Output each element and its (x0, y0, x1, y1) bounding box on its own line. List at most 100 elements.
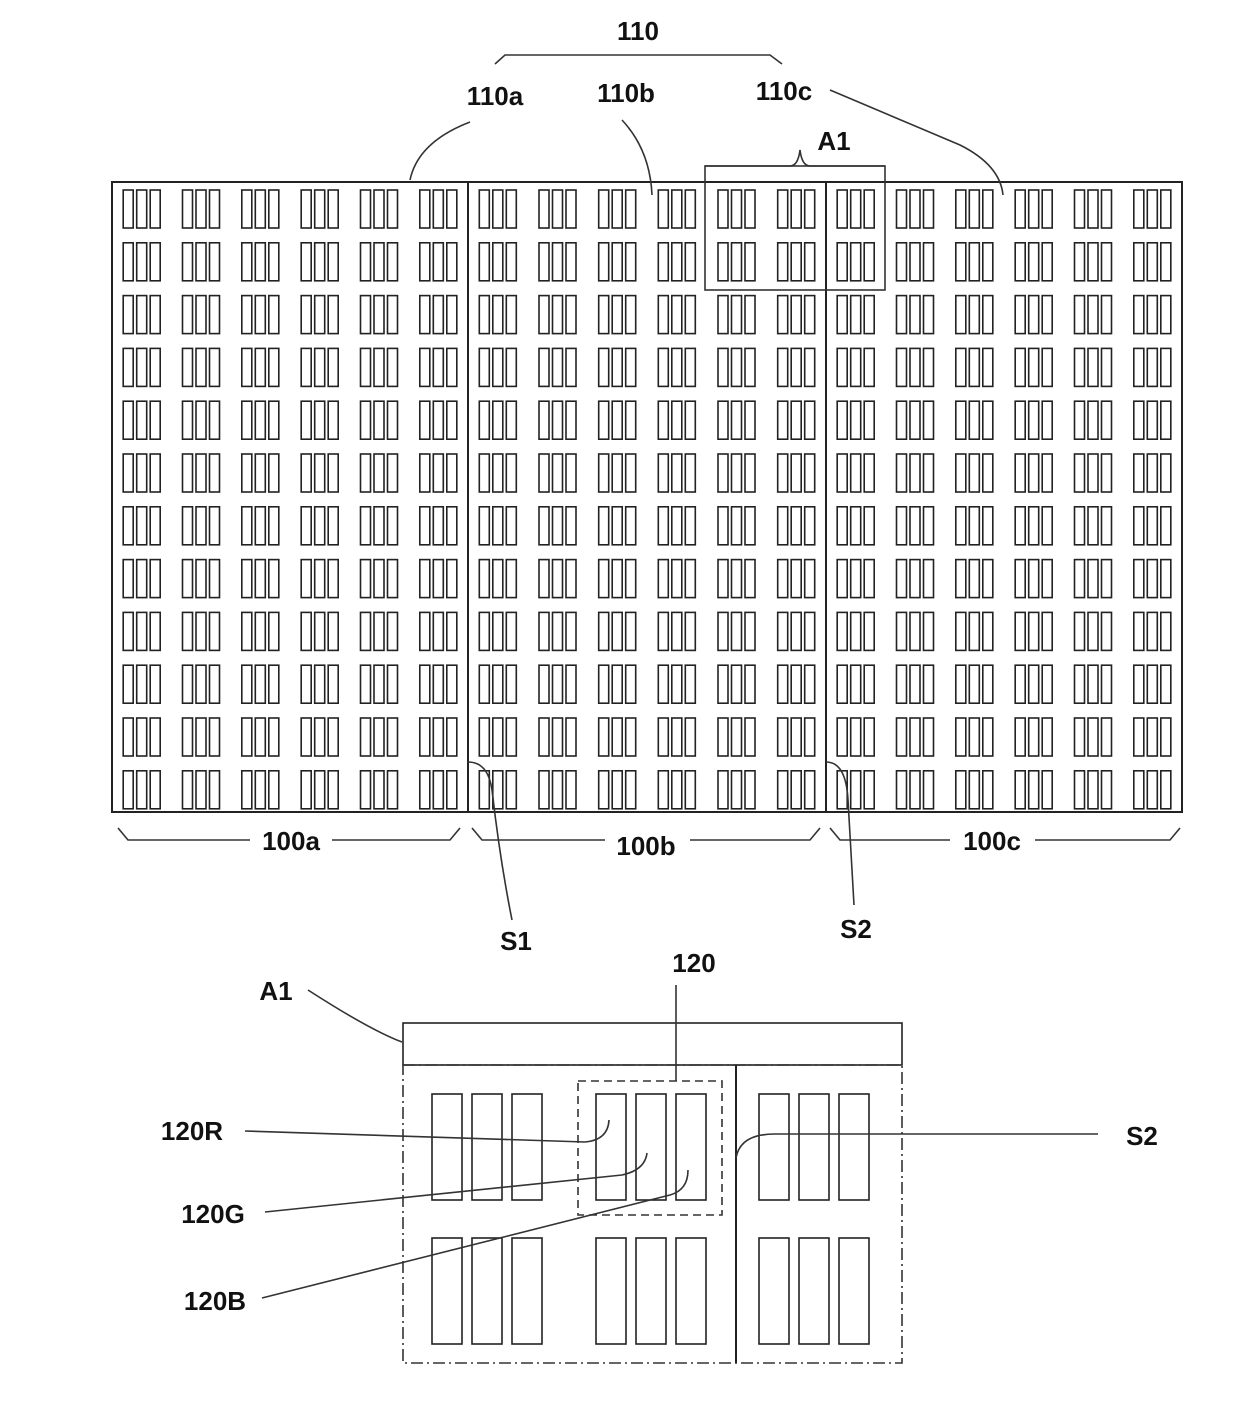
detail-pixels (432, 1094, 869, 1344)
subpixel (1075, 296, 1085, 334)
subpixel (626, 190, 636, 228)
subpixel (672, 401, 682, 439)
subpixel (123, 243, 133, 281)
subpixel (328, 560, 338, 598)
subpixel (897, 665, 907, 703)
subpixel (1134, 718, 1144, 756)
subpixel (137, 718, 147, 756)
subpixel (255, 771, 265, 809)
subpixel (864, 665, 874, 703)
subpixel (1042, 507, 1052, 545)
subpixel (196, 348, 206, 386)
subpixel (374, 612, 384, 650)
subpixel (732, 560, 742, 598)
subpixel (897, 454, 907, 492)
subpixel (910, 560, 920, 598)
subpixel (255, 296, 265, 334)
subpixel (599, 401, 609, 439)
subpixel (983, 401, 993, 439)
detail-subpixel (472, 1094, 502, 1200)
subpixel (447, 665, 457, 703)
subpixel (956, 190, 966, 228)
subpixel (718, 454, 728, 492)
detail-header-band (403, 1023, 902, 1065)
subpixel (612, 507, 622, 545)
subpixel (626, 718, 636, 756)
subpixel (210, 665, 220, 703)
subpixel (969, 190, 979, 228)
subpixel (196, 771, 206, 809)
subpixel (479, 507, 489, 545)
subpixel (626, 454, 636, 492)
subpixel (506, 401, 516, 439)
subpixel (493, 507, 503, 545)
detail-subpixel (512, 1238, 542, 1344)
label-120r: 120R (161, 1116, 223, 1146)
subpixel (150, 348, 160, 386)
subpixel (361, 507, 371, 545)
subpixel (301, 454, 311, 492)
subpixel (255, 507, 265, 545)
subpixel (447, 454, 457, 492)
subpixel (718, 665, 728, 703)
subpixel (897, 612, 907, 650)
subpixel (315, 718, 325, 756)
subpixel (1134, 612, 1144, 650)
subpixel (328, 454, 338, 492)
subpixel (1161, 771, 1171, 809)
subpixel (493, 665, 503, 703)
subpixel (910, 296, 920, 334)
subpixel (791, 190, 801, 228)
subpixel (388, 718, 398, 756)
subpixel (685, 348, 695, 386)
subpixel (361, 718, 371, 756)
subpixel (123, 718, 133, 756)
subpixel (658, 665, 668, 703)
subpixel (196, 296, 206, 334)
subpixel (196, 454, 206, 492)
subpixel (1147, 454, 1157, 492)
subpixel (269, 401, 279, 439)
detail-subpixel (636, 1238, 666, 1344)
subpixel (1147, 665, 1157, 703)
subpixel (1134, 243, 1144, 281)
subpixel (539, 612, 549, 650)
subpixel (983, 771, 993, 809)
subpixel (210, 612, 220, 650)
detail-subpixel (799, 1094, 829, 1200)
subpixel (1015, 296, 1025, 334)
subpixel (269, 243, 279, 281)
subpixel (433, 348, 443, 386)
subpixel (210, 507, 220, 545)
subpixel (851, 771, 861, 809)
subpixel (301, 560, 311, 598)
subpixel (196, 718, 206, 756)
subpixel (479, 718, 489, 756)
subpixel (420, 454, 430, 492)
subpixel (718, 243, 728, 281)
subpixel (269, 718, 279, 756)
subpixel (447, 771, 457, 809)
subpixel (210, 348, 220, 386)
subpixel (539, 454, 549, 492)
subpixel (242, 190, 252, 228)
subpixel (626, 401, 636, 439)
subpixel (553, 507, 563, 545)
subpixel (897, 190, 907, 228)
subpixel (718, 718, 728, 756)
subpixel (361, 348, 371, 386)
subpixel (956, 507, 966, 545)
subpixel (1102, 771, 1112, 809)
subpixel (420, 771, 430, 809)
leader-120r (245, 1120, 609, 1142)
label-110c: 110c (756, 76, 812, 106)
subpixel (1029, 507, 1039, 545)
subpixel (685, 718, 695, 756)
subpixel (658, 348, 668, 386)
subpixel (433, 507, 443, 545)
subpixel (897, 560, 907, 598)
subpixel (553, 401, 563, 439)
subpixel (123, 612, 133, 650)
subpixel (1161, 718, 1171, 756)
subpixel (301, 612, 311, 650)
